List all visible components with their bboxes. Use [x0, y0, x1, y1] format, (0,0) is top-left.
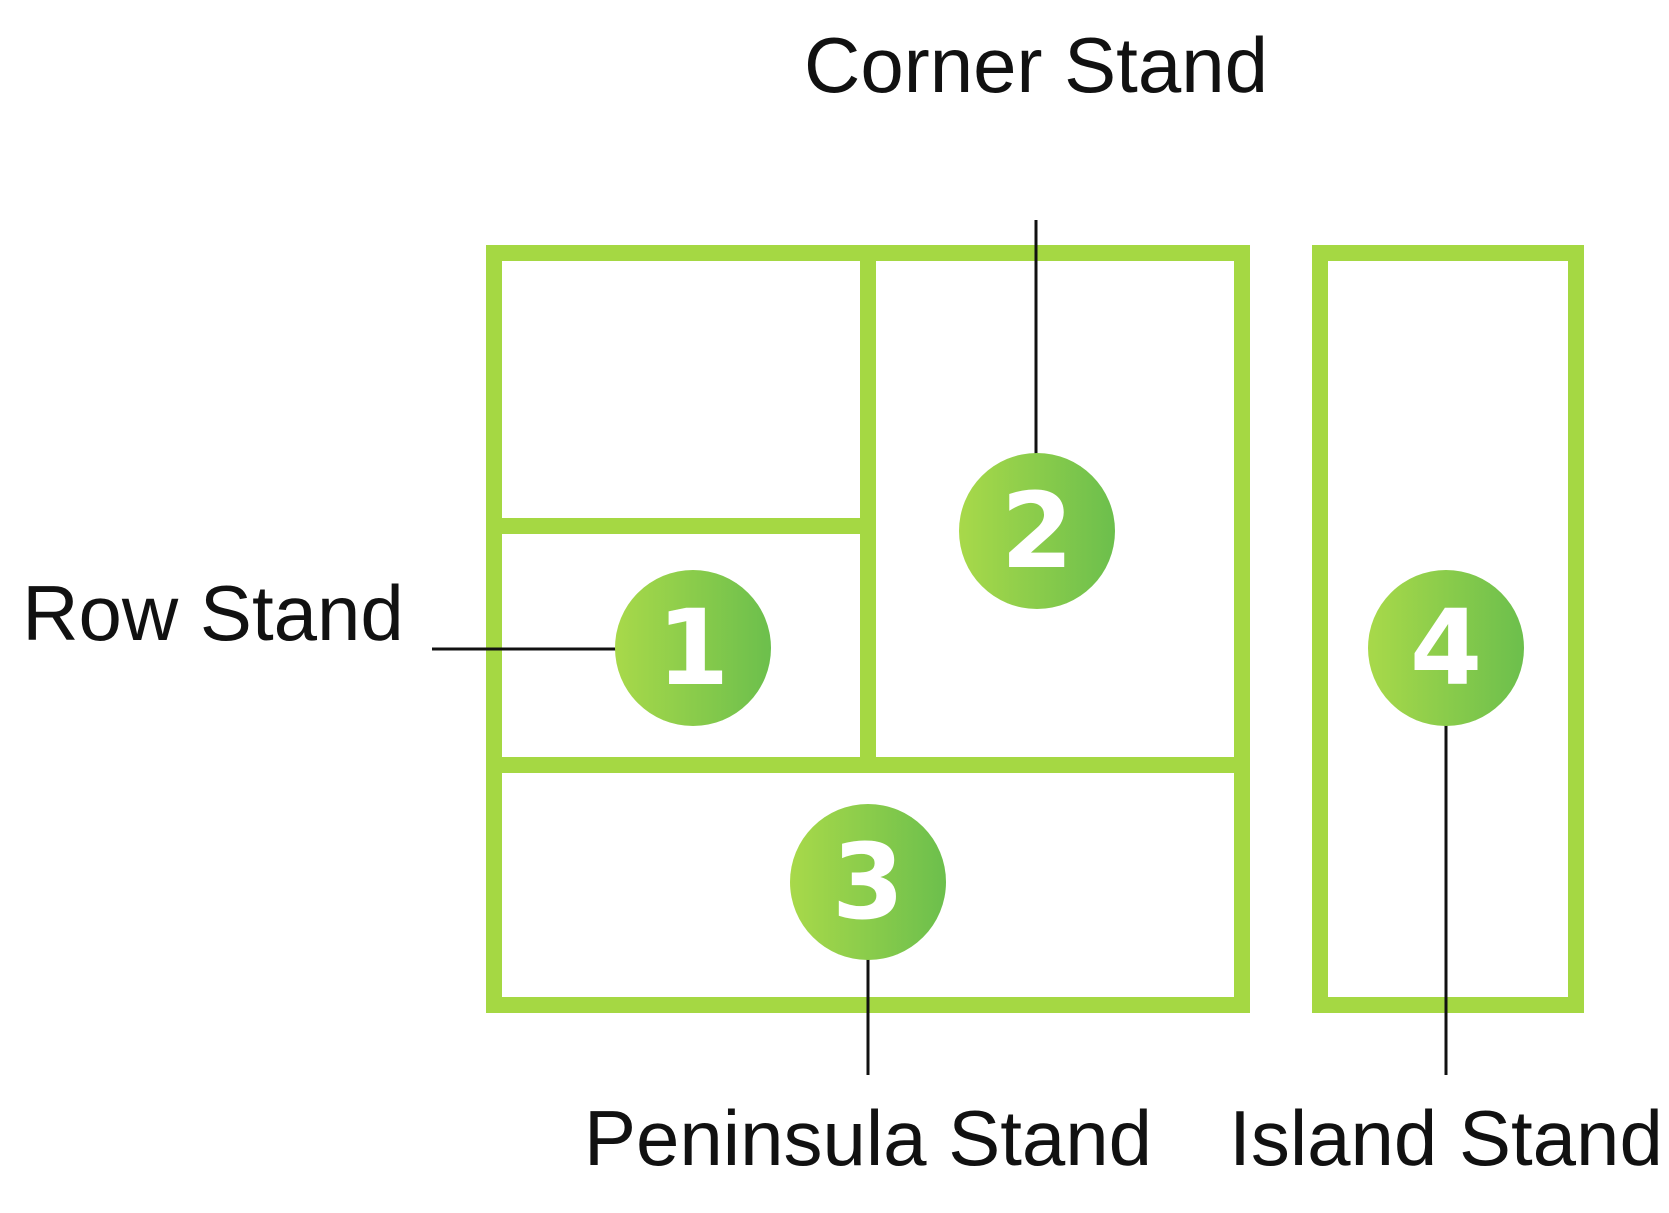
badge-island: 4: [1368, 570, 1524, 726]
peninsula-stand-label: Peninsula Stand: [584, 1094, 1152, 1182]
corner-stand-label: Corner Stand: [804, 21, 1268, 109]
badge-island-circle: [1368, 570, 1524, 726]
row-stand-label: Row Stand: [22, 569, 404, 657]
island-stand-label: Island Stand: [1229, 1094, 1663, 1182]
badge-row: 1: [615, 570, 771, 726]
badge-peninsula: 3: [790, 804, 946, 960]
badge-row-circle: [615, 570, 771, 726]
badge-corner-number: 2: [1001, 470, 1073, 592]
badge-row-number: 1: [657, 587, 729, 709]
island-booth-outline: [1312, 245, 1584, 1013]
badge-peninsula-circle: [790, 804, 946, 960]
badge-corner: 2: [959, 453, 1115, 609]
badge-peninsula-number: 3: [832, 821, 904, 943]
badge-corner-circle: [959, 453, 1115, 609]
badge-island-number: 4: [1410, 587, 1482, 709]
